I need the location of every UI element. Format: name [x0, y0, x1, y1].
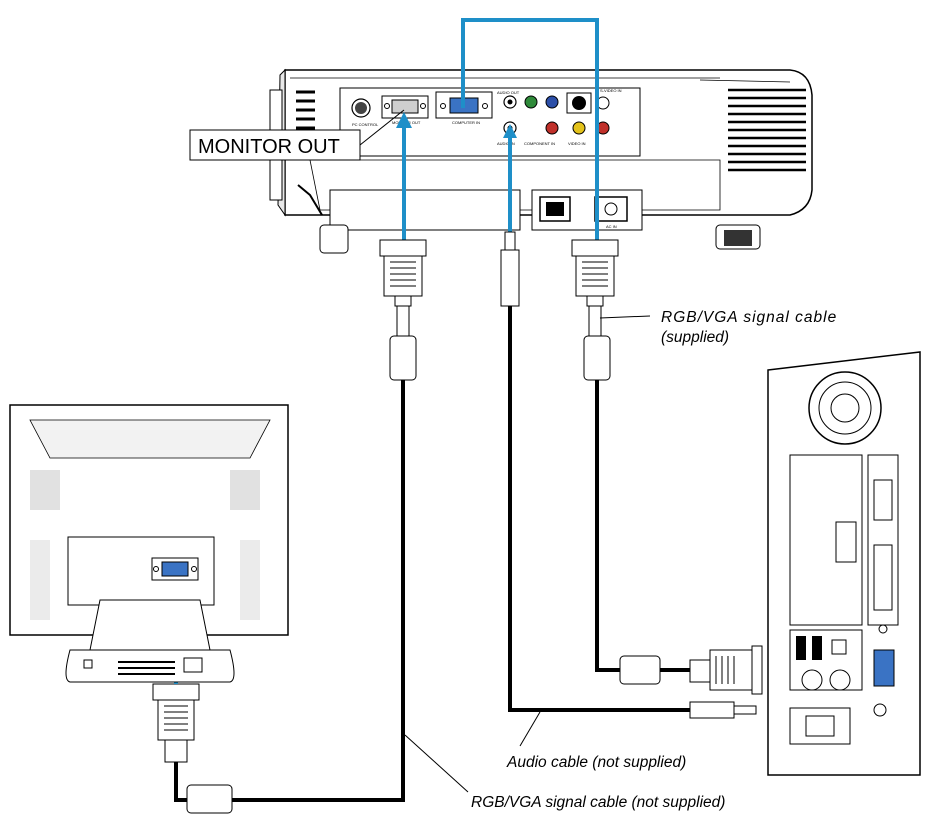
monitor-out-label: MONITOR OUT — [198, 136, 340, 158]
audio-in-label: AUDIO IN — [497, 141, 515, 146]
vga-plug-pc — [689, 645, 763, 695]
monitor-out-callout: MONITOR OUT — [189, 109, 405, 161]
s-video-in-label: S-VIDEO IN — [600, 88, 622, 93]
computer-in-label: COMPUTER IN — [452, 120, 480, 125]
audio-plug-pc — [689, 701, 757, 719]
ac-in-label: AC IN — [606, 224, 617, 229]
rgb-cable-supplied-callout: RGB/VGA signal cable (supplied) — [599, 309, 837, 346]
audio-plug-top — [500, 231, 520, 307]
pc-control-label: PC CONTROL — [352, 122, 379, 127]
rgb-cable-not-supplied-label: RGB/VGA signal cable (not supplied) — [471, 794, 725, 811]
rgb-cable-supplied-label: RGB/VGA signal cable — [661, 309, 837, 326]
monitor — [9, 404, 289, 683]
vga-plug-right — [571, 239, 619, 381]
rgb-cable-supplied-note: (supplied) — [661, 329, 729, 346]
vga-plug-left — [379, 239, 427, 381]
vga-plug-monitor — [152, 683, 200, 763]
pc-tower — [767, 351, 921, 776]
projector: PC CONTROL MONITOR OUT COMPUTER IN AUDIO… — [269, 68, 813, 254]
audio-out-label: AUDIO OUT — [497, 90, 520, 95]
video-in-label: VIDEO IN — [568, 141, 586, 146]
component-in-label: COMPONENT IN — [524, 141, 555, 146]
audio-cable-label: Audio cable (not supplied) — [506, 754, 686, 771]
rgb-cable-not-supplied-callout: RGB/VGA signal cable (not supplied) — [404, 734, 725, 811]
audio-cable-callout: Audio cable (not supplied) — [506, 711, 686, 771]
